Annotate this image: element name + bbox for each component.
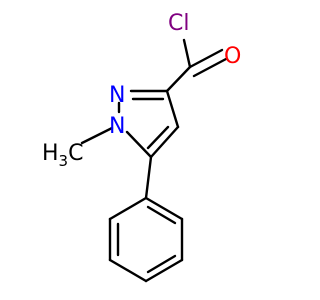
bond-n1-methyl (80, 126, 114, 145)
atom-label-chlorine: Cl (168, 11, 189, 36)
bond-c-o-2 (192, 57, 228, 78)
phenyl-ring (108, 196, 184, 283)
bond-c3-c4 (165, 89, 180, 129)
phenyl-bond-4 (108, 258, 148, 283)
bond-c-cl (182, 38, 192, 69)
methyl-carbon: C (68, 141, 83, 166)
phenyl-inner-bond-2 (146, 254, 177, 274)
atom-label-oxygen: O (224, 44, 241, 69)
methyl-hydrogen: H (42, 141, 59, 166)
bond-c5-n1 (125, 130, 153, 159)
phenyl-inner-bond-1 (146, 205, 177, 225)
methyl-label: H3C (42, 141, 83, 170)
phenyl-bond-1 (144, 196, 184, 221)
molecule-structure: Cl O N N H3C (42, 11, 241, 283)
phenyl-bond-6 (108, 196, 148, 221)
bond-c4-c5-inner (146, 125, 170, 150)
atom-label-nitrogen-2: N (109, 83, 125, 108)
bond-c5-phenyl (144, 155, 153, 200)
phenyl-bond-3 (144, 258, 184, 283)
bond-c4-c5 (149, 125, 180, 159)
methyl-subscript: 3 (59, 152, 69, 170)
atom-label-nitrogen-1: N (109, 114, 125, 139)
bond-c3-ccarbonyl (165, 65, 192, 93)
bond-c-o-1 (188, 48, 224, 69)
